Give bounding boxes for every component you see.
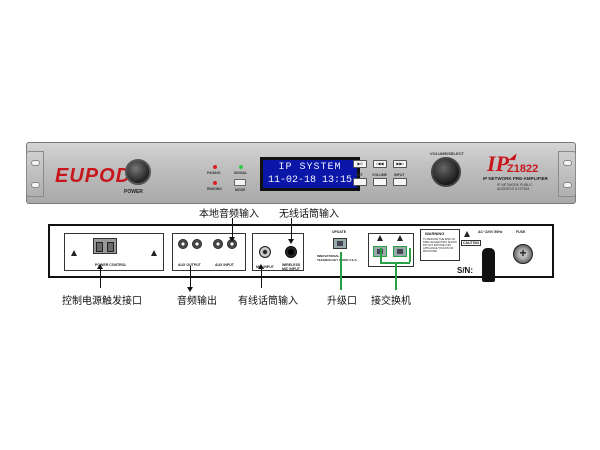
- callout-wireless-mic-input: 无线话筒输入: [279, 209, 339, 220]
- signal-led: [239, 165, 243, 169]
- power-knob[interactable]: [125, 159, 151, 185]
- wireless-label: WIRELESS MIC INPUT: [282, 263, 301, 271]
- lcd-line-2: 11-02-18 13:15: [267, 175, 352, 186]
- wifi-icon: ◢: [509, 152, 516, 161]
- arrow-down-icon: [288, 239, 294, 244]
- power-cord: [482, 248, 495, 282]
- callout-switch: 接交换机: [371, 296, 411, 307]
- caution-label: CAUTION: [461, 240, 481, 246]
- update-label: UPDATE: [332, 230, 347, 234]
- callout-local-audio-input: 本地音频输入: [199, 209, 259, 220]
- model-prefix: IP◢: [487, 151, 516, 176]
- terminal-pin: [107, 242, 114, 252]
- ext-button[interactable]: [353, 178, 367, 186]
- callout-upgrade-port: 升级口: [327, 296, 357, 307]
- aux-output-left-jack[interactable]: [178, 239, 188, 249]
- leader-line-green: [409, 248, 411, 262]
- callout-power-trigger-port: 控制电源触发接口: [62, 296, 142, 307]
- rack-hole: [31, 182, 40, 188]
- paging-label: PAGING: [207, 171, 221, 175]
- leader-line-green: [395, 262, 397, 290]
- aux-output-label: AUX OUTPUT: [178, 263, 201, 267]
- made-in-label: INNOVATIONAL TECHNOLOGY FROM U.S.A.: [317, 254, 358, 262]
- update-port[interactable]: [333, 238, 347, 249]
- fuse-holder[interactable]: +: [513, 244, 533, 264]
- power-control-terminal[interactable]: [93, 238, 117, 254]
- power-label: POWER: [124, 189, 143, 195]
- lcd-line-1: IP SYSTEM: [278, 162, 342, 173]
- device-subtitle-2: IP NETWORK PUBLIC ADDRESS SYSTEM: [497, 183, 533, 191]
- network-arrow-icon: [397, 235, 403, 241]
- aux-output-right-jack[interactable]: [192, 239, 202, 249]
- network-port-2[interactable]: [393, 246, 407, 257]
- arrow-up-icon: [97, 264, 103, 269]
- aux-input-label: AUX INPUT: [215, 263, 234, 267]
- mic-section: MIC INPUT WIRELESS MIC INPUT: [252, 233, 304, 271]
- signal-label: SIGNAL: [234, 171, 248, 175]
- warning-triangle-icon: [71, 250, 77, 256]
- rack-ear-left: [26, 151, 44, 197]
- volume-label: VOLUME: [372, 173, 387, 177]
- power-control-label: POWER CONTROL: [95, 263, 127, 267]
- callout-audio-output: 音频输出: [177, 296, 217, 307]
- previous-button[interactable]: I◀◀: [373, 160, 387, 168]
- callout-wired-mic-input: 有线话筒输入: [238, 296, 298, 307]
- input-button[interactable]: [393, 178, 407, 186]
- rack-ear-right: [558, 151, 576, 197]
- volume-knob[interactable]: [431, 157, 461, 187]
- leader-line: [291, 218, 292, 240]
- leader-line: [100, 268, 101, 288]
- leader-line-green: [340, 252, 342, 290]
- ringing-led: [213, 181, 217, 185]
- rack-hole: [563, 160, 572, 166]
- arrow-up-icon: [258, 264, 264, 269]
- rack-hole: [31, 160, 40, 166]
- mic-input-label: MIC INPUT: [256, 265, 274, 269]
- fuse-label: FUSE: [516, 230, 526, 234]
- wireless-mic-jack[interactable]: [285, 246, 297, 258]
- rack-hole: [563, 182, 572, 188]
- ringing-label: RINGING: [207, 187, 222, 191]
- device-subtitle: IP NETWORK PRE-AMPLIFIER: [483, 176, 548, 181]
- ext-label: EXT: [356, 173, 363, 177]
- terminal-pin: [96, 242, 103, 252]
- play-pause-button[interactable]: ▶II: [353, 160, 367, 168]
- wired-mic-jack[interactable]: [259, 246, 271, 258]
- volume-button[interactable]: [373, 178, 387, 186]
- mode-button[interactable]: [234, 179, 246, 186]
- power-control-section: POWER CONTROL: [64, 233, 164, 271]
- arrow-down-icon: [229, 237, 235, 242]
- aux-input-left-jack[interactable]: [213, 239, 223, 249]
- warning-triangle-icon: [464, 231, 470, 237]
- leader-line: [261, 268, 262, 288]
- ac-label: AC~220V 50Hz: [478, 230, 503, 234]
- warning-title: WARNING: [425, 231, 445, 236]
- next-button[interactable]: ▶▶I: [393, 160, 407, 168]
- input-label: INPUT: [394, 173, 405, 177]
- network-arrow-icon: [377, 235, 383, 241]
- serial-number-label: S/N:: [457, 266, 473, 275]
- lcd-display: IP SYSTEM 11-02-18 13:15: [260, 157, 360, 191]
- warning-triangle-icon: [151, 250, 157, 256]
- leader-line: [190, 266, 191, 288]
- leader-line: [232, 218, 233, 238]
- arrow-down-icon: [187, 287, 193, 292]
- mode-label: MODE: [235, 188, 246, 192]
- model-number: Z1822: [507, 163, 539, 175]
- leader-line-green: [380, 248, 382, 262]
- volume-knob-label: VOLUME/SELECT: [430, 151, 465, 156]
- warning-box: WARNING TO REDUCE THE RISK OF FIRE OR EL…: [420, 229, 460, 261]
- front-panel: EUPOD® POWER PAGING RINGING SIGNAL MODE …: [26, 142, 576, 204]
- warning-text: TO REDUCE THE RISK OF FIRE OR ELECTRIC S…: [423, 238, 458, 253]
- paging-led: [213, 165, 217, 169]
- rear-panel: POWER CONTROL AUX OUTPUT AUX INPUT MIC I…: [48, 224, 554, 282]
